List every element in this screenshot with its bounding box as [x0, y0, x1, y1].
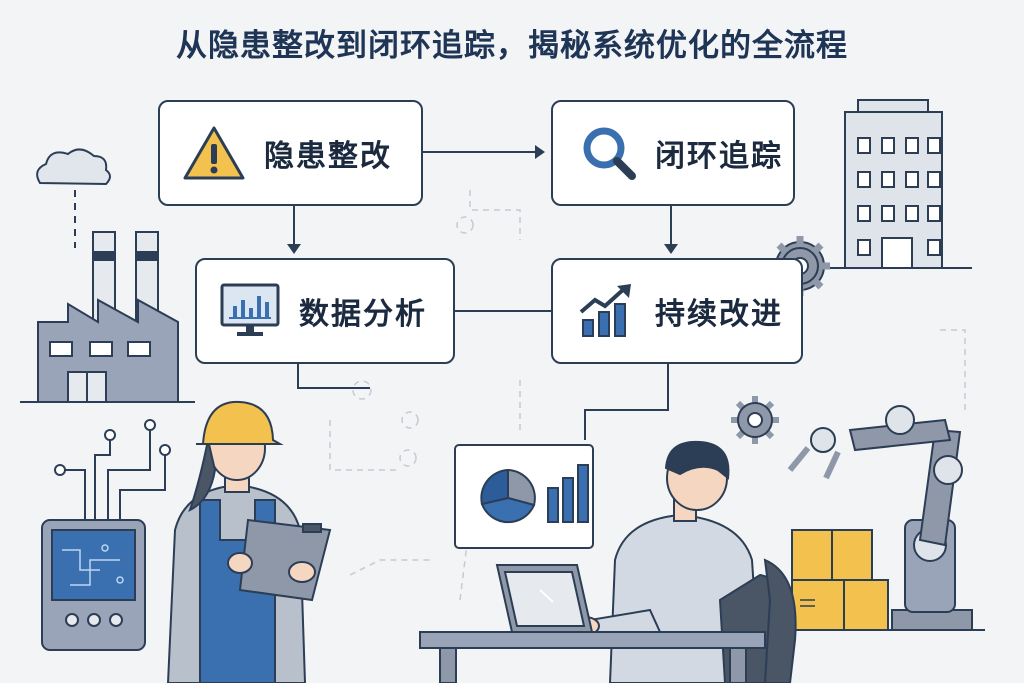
step-hazard-rectification: 隐患整改	[158, 100, 423, 206]
step-label: 闭环追踪	[655, 139, 783, 174]
step-continuous-improvement: 持续改进	[551, 258, 803, 364]
office-building	[830, 99, 972, 269]
step-data-analysis: 数据分析	[195, 258, 455, 364]
step-label: 持续改进	[655, 297, 783, 332]
step-label: 数据分析	[299, 297, 427, 332]
circuit-lines	[54, 419, 171, 520]
gear-icon-small	[731, 396, 779, 444]
flow-connectors	[287, 145, 678, 440]
office-chair	[763, 558, 797, 683]
step-closed-loop-tracking: 闭环追踪	[551, 100, 795, 206]
cardboard-boxes	[775, 529, 985, 631]
page-title: 从隐患整改到闭环追踪，揭秘系统优化的全流程	[176, 28, 848, 64]
laptop	[495, 564, 594, 633]
cloud-icon	[36, 148, 111, 248]
factory-illustration	[20, 231, 195, 403]
trend-up-icon	[579, 284, 631, 337]
chart-board	[454, 444, 594, 549]
magnifier-icon	[583, 127, 636, 180]
robot-arm	[787, 405, 973, 631]
step-label: 隐患整改	[264, 139, 392, 174]
monitor-chart-icon	[220, 283, 280, 336]
warning-icon	[183, 126, 245, 180]
control-panel-device	[41, 519, 146, 651]
worker-woman	[166, 400, 332, 683]
desk	[419, 631, 766, 683]
